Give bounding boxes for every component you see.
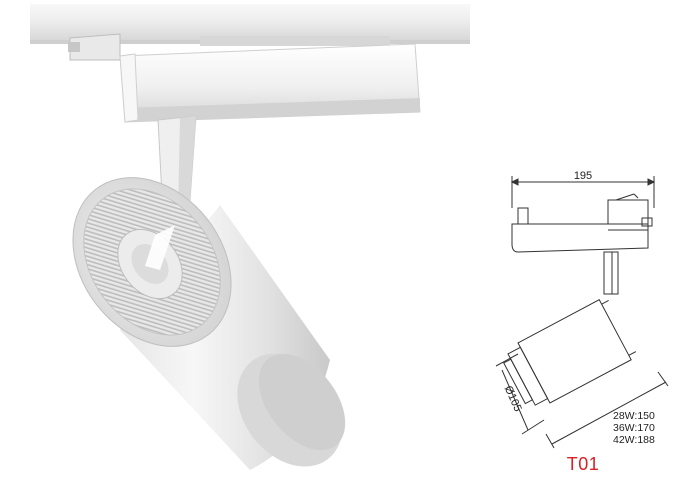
diameter-dimension-label: Ø105 — [502, 384, 524, 413]
driver-outline — [511, 223, 649, 253]
dimension-drawing: 195 Ø105 — [495, 170, 669, 449]
length-options-list: 28W:150 36W:170 42W:188 — [613, 410, 655, 446]
length-dimension-line — [551, 381, 667, 445]
length-option: 28W:150 — [613, 410, 655, 422]
length-option: 42W:188 — [613, 434, 655, 446]
lamp-face — [72, 177, 232, 347]
lamp-outline — [503, 299, 637, 406]
track-adapter — [68, 33, 390, 61]
stem-outline — [603, 251, 619, 295]
adapter-outline — [517, 207, 529, 225]
driver-box — [119, 43, 421, 123]
width-dimension-label: 195 — [574, 170, 592, 182]
track-spotlight-photo — [30, 0, 470, 470]
diameter-dimension-line — [501, 369, 529, 431]
length-option: 36W:170 — [613, 422, 655, 434]
model-label: T01 — [566, 454, 600, 474]
